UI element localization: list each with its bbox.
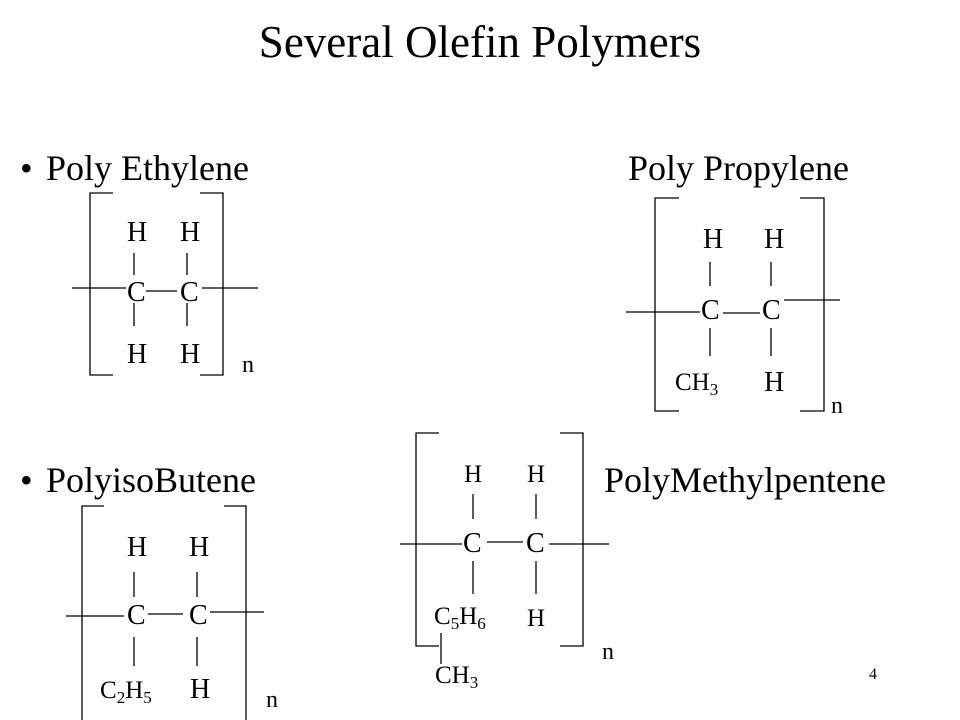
group-c5h6: C5H6 — [434, 603, 486, 633]
bullet-polyethylene: Poly Ethylene — [46, 148, 249, 188]
repeat-n: n — [266, 687, 278, 713]
repeat-n: n — [831, 393, 843, 419]
group-ch3: CH3 — [435, 662, 479, 692]
atom-h: H — [127, 217, 148, 248]
bracket-right — [560, 432, 584, 647]
repeat-n: n — [602, 639, 614, 665]
polymethylpentene-structure — [400, 432, 609, 664]
repeat-n: n — [242, 352, 254, 378]
polyisobutene-structure — [66, 505, 264, 720]
atom-h: H — [764, 224, 785, 255]
atom-c: C — [180, 277, 199, 308]
bracket-right — [224, 505, 247, 720]
atom-h: H — [703, 224, 724, 255]
atom-c: C — [189, 600, 208, 631]
atom-c: C — [463, 528, 482, 559]
bullet-marker: • — [20, 460, 33, 500]
atom-h: H — [527, 461, 546, 488]
atom-c: C — [526, 528, 545, 559]
polypropylene-structure — [626, 197, 840, 412]
slide-title: Several Olefin Polymers — [258, 17, 702, 67]
bracket-right — [800, 197, 825, 412]
bullet-polyisobutene: PolyisoButene — [46, 460, 257, 500]
bracket-left — [415, 432, 439, 647]
atom-h: H — [127, 339, 148, 370]
atom-c: C — [762, 295, 781, 326]
atom-h: H — [180, 217, 201, 248]
atom-h: H — [527, 605, 546, 632]
label-polypropylene: Poly Propylene — [628, 148, 849, 188]
atom-h: H — [190, 674, 211, 705]
atom-c: C — [127, 600, 146, 631]
atom-h: H — [127, 532, 148, 563]
group-ch3: CH3 — [675, 369, 719, 399]
bracket-right — [200, 192, 224, 376]
atom-c: C — [127, 277, 146, 308]
atom-h: H — [764, 367, 785, 398]
atom-h: H — [180, 339, 201, 370]
group-c2h5: C2H5 — [100, 677, 152, 707]
bracket-left — [654, 197, 679, 412]
atom-h: H — [189, 532, 210, 563]
atom-h: H — [464, 461, 483, 488]
polyethylene-structure — [72, 192, 258, 376]
bracket-left — [89, 192, 113, 376]
bracket-left — [81, 505, 104, 720]
page-number: 4 — [869, 666, 877, 683]
bullet-marker: • — [20, 148, 33, 188]
atom-c: C — [701, 295, 720, 326]
label-polymethylpentene: PolyMethylpentene — [604, 460, 886, 500]
